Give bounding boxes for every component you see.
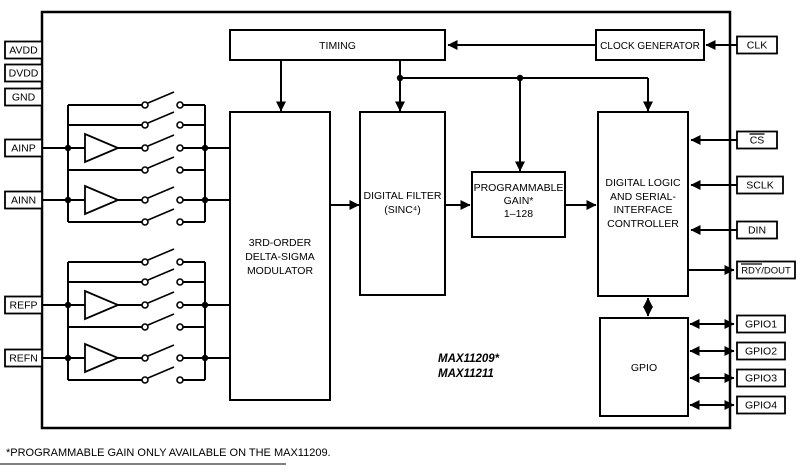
buffer-amp-ainp-icon bbox=[84, 132, 121, 164]
clock-generator-box bbox=[595, 29, 705, 61]
analog-switch bbox=[68, 156, 205, 174]
digital-logic-label-line1: DIGITAL LOGIC bbox=[605, 177, 681, 189]
programmable-gain-box bbox=[471, 171, 566, 238]
programmable-gain-label-line2: GAIN* bbox=[504, 195, 534, 207]
footnote-text: *PROGRAMMABLE GAIN ONLY AVAILABLE ON THE… bbox=[6, 447, 331, 459]
pin-label-gpio1: GPIO1 bbox=[745, 319, 777, 331]
analog-switch bbox=[68, 366, 205, 384]
analog-switch bbox=[118, 134, 205, 152]
modulator-box bbox=[229, 111, 331, 401]
gpio-block: GPIO bbox=[599, 317, 689, 417]
programmable-gain-block: PROGRAMMABLE GAIN* 1–128 bbox=[471, 171, 566, 238]
digital-filter-box bbox=[359, 111, 446, 296]
analog-switch bbox=[118, 186, 205, 204]
analog-switch bbox=[68, 91, 205, 109]
modulator-label-line2: DELTA-SIGMA bbox=[245, 251, 315, 263]
pin-label-gnd: GND bbox=[12, 92, 36, 104]
buffer-amp-refp-icon bbox=[84, 289, 121, 321]
clock-timing-wires bbox=[276, 40, 737, 172]
right-pins: CLK CS SCLK DIN RDY/DOUT GPIO1 GPIO2 GPI… bbox=[736, 35, 796, 415]
digital-filter-label-line2: (SINC⁴) bbox=[384, 204, 421, 216]
pin-box-cs bbox=[736, 130, 778, 150]
junction-dots bbox=[64, 74, 524, 362]
analog-switch bbox=[68, 111, 205, 129]
gpio-label: GPIO bbox=[631, 362, 657, 374]
analog-switch bbox=[118, 291, 205, 309]
clock-generator-label: CLOCK GENERATOR bbox=[600, 41, 700, 52]
analog-switch bbox=[68, 313, 205, 331]
programmable-gain-label-line1: PROGRAMMABLE bbox=[474, 182, 564, 194]
pin-label-din: DIN bbox=[748, 225, 766, 237]
pin-box-gpio1 bbox=[736, 314, 786, 334]
digital-logic-box bbox=[597, 111, 689, 297]
pin-box-gpio4 bbox=[736, 395, 786, 415]
clock-generator-block: CLOCK GENERATOR bbox=[595, 29, 705, 61]
timing-block: TIMING bbox=[229, 29, 446, 61]
pin-label-cs: CS bbox=[750, 135, 765, 147]
digital-filter-block: DIGITAL FILTER (SINC⁴) bbox=[359, 111, 446, 296]
pin-box-gpio2 bbox=[736, 341, 786, 361]
pin-label-gpio3: GPIO3 bbox=[745, 373, 777, 385]
pin-label-avdd: AVDD bbox=[9, 45, 38, 57]
pin-box-clk bbox=[736, 35, 778, 55]
pin-label-refn: REFN bbox=[9, 353, 38, 365]
analog-switch bbox=[68, 248, 205, 266]
pin-box-gpio3 bbox=[736, 368, 786, 388]
timing-box bbox=[229, 29, 446, 61]
buffer-amp-refn-icon bbox=[84, 342, 121, 374]
digital-logic-block: DIGITAL LOGIC AND SERIAL- INTERFACE CONT… bbox=[597, 111, 689, 297]
analog-input-network bbox=[42, 91, 230, 384]
pin-label-dvdd: DVDD bbox=[9, 68, 39, 80]
digital-logic-label-line4: CONTROLLER bbox=[607, 218, 679, 230]
pin-box-gnd bbox=[4, 87, 43, 107]
pin-box-avdd bbox=[4, 40, 43, 60]
pin-label-gpio4: GPIO4 bbox=[745, 400, 777, 412]
modulator-label-line3: MODULATOR bbox=[247, 265, 314, 277]
programmable-gain-label-line3: 1–128 bbox=[504, 208, 533, 220]
pin-box-din bbox=[736, 220, 778, 240]
digital-logic-label-line2: AND SERIAL- bbox=[610, 191, 676, 203]
analog-switch bbox=[68, 208, 205, 226]
part-numbers: MAX11209* MAX11211 bbox=[438, 353, 500, 380]
digital-filter-label-line1: DIGITAL FILTER bbox=[364, 190, 442, 202]
pin-box-rdy-dout bbox=[736, 260, 796, 280]
buffer-amp-ainn-icon bbox=[84, 184, 121, 216]
analog-switch bbox=[118, 344, 205, 362]
pin-label-ainn: AINN bbox=[11, 195, 36, 207]
pin-label-gpio2: GPIO2 bbox=[745, 346, 777, 358]
pin-label-refp: REFP bbox=[9, 300, 37, 312]
gpio-box bbox=[599, 317, 689, 417]
pin-box-sclk bbox=[736, 175, 784, 195]
diagram-border bbox=[40, 10, 732, 430]
serial-interface-wires bbox=[688, 135, 737, 410]
part-number-2: MAX11211 bbox=[438, 368, 494, 380]
signal-path-wires bbox=[330, 200, 653, 317]
pin-label-ainp: AINP bbox=[11, 143, 36, 155]
modulator-label-line1: 3RD-ORDER bbox=[249, 237, 312, 249]
analog-switch bbox=[68, 268, 205, 286]
pin-label-clk: CLK bbox=[747, 40, 767, 52]
digital-logic-label-line3: INTERFACE bbox=[614, 204, 673, 216]
part-number-1: MAX11209* bbox=[438, 353, 500, 365]
left-pins: AVDD DVDD GND AINP AINN REFP REFN bbox=[4, 40, 43, 368]
pin-box-dvdd bbox=[4, 63, 43, 83]
pin-label-rdy-dout: RDY/DOUT bbox=[741, 266, 791, 277]
modulator-block: 3RD-ORDER DELTA-SIGMA MODULATOR bbox=[229, 111, 331, 401]
timing-label: TIMING bbox=[319, 40, 356, 52]
pin-label-sclk: SCLK bbox=[746, 180, 773, 192]
